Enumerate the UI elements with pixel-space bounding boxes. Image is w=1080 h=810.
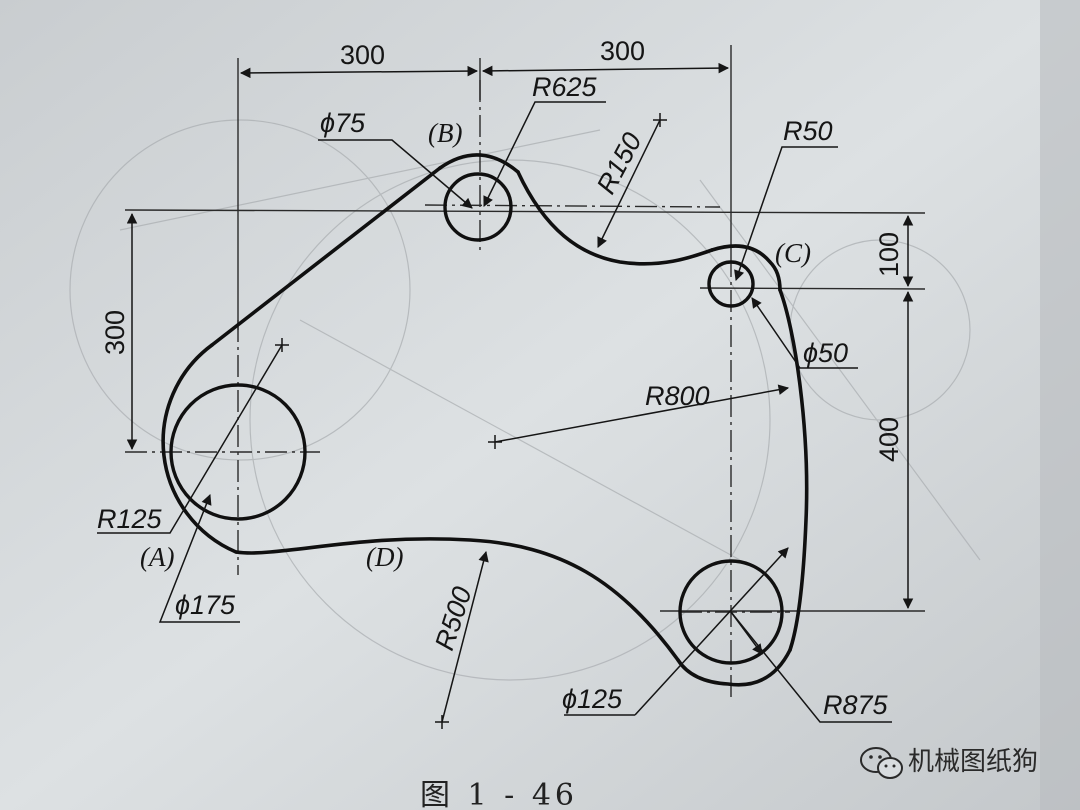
leader-r150 [597,119,661,248]
centerline-b-horizontal [424,204,721,208]
label-phi175: ϕ175 [175,590,236,620]
dim-label-top-left: 300 [340,40,385,70]
label-phi50: ϕ50 [803,338,848,368]
label-r875: R875 [823,690,889,720]
hole-phi75 [443,172,513,242]
wechat-icon [860,747,903,779]
leader-lines [97,101,892,723]
label-phi75: ϕ75 [320,108,366,138]
arc-r125 [161,343,238,554]
show-through-lines [69,119,981,681]
hole-phi175 [169,383,307,521]
label-r625: R625 [532,72,598,102]
leader-r625 [483,101,606,207]
leader-r50 [734,146,838,281]
label-point-c: (C) [775,238,811,268]
page-edge-shadow [1040,0,1080,810]
arc-r50 [710,244,782,292]
center-lines [125,80,790,700]
leader-phi125 [564,548,788,716]
dim-label-right-lower: 400 [874,417,904,462]
part-outline [161,153,809,687]
hole-phi125 [678,559,784,665]
arc-b-top [438,153,520,174]
extension-lines [124,45,926,612]
dim-label-right-upper: 100 [874,232,904,277]
holes [169,172,784,665]
dimline-top-left [239,65,479,79]
label-point-b: (B) [428,118,462,148]
label-phi125: ϕ125 [562,684,623,714]
hole-phi50 [707,260,755,308]
arc-r500 [234,537,680,662]
dimline-top-right [481,62,730,77]
label-point-d: (D) [366,542,403,572]
leader-r125 [97,344,283,534]
leader-r800 [494,384,790,443]
label-r50: R50 [783,116,833,146]
arc-bottom-d [676,648,792,687]
watermark: 机械图纸狗 [860,747,1038,779]
arc-r150 [516,170,714,266]
dimension-lines [126,62,914,610]
label-r125: R125 [97,504,163,534]
tangent-a-b [210,166,442,347]
label-point-a: (A) [140,542,174,572]
arc-r800 [778,288,809,652]
dim-label-left-vertical: 300 [100,310,130,355]
label-r800: R800 [645,381,710,411]
center-marks [275,113,667,729]
leader-phi50 [751,297,858,369]
leader-phi75 [318,139,473,209]
leader-r875-arrow [730,611,763,655]
dim-label-top-right: 300 [600,36,645,66]
leader-r500 [441,550,489,723]
leader-phi175 [158,494,240,623]
figure-caption: 图 1 - 46 [420,778,578,810]
watermark-text: 机械图纸狗 [908,747,1038,777]
